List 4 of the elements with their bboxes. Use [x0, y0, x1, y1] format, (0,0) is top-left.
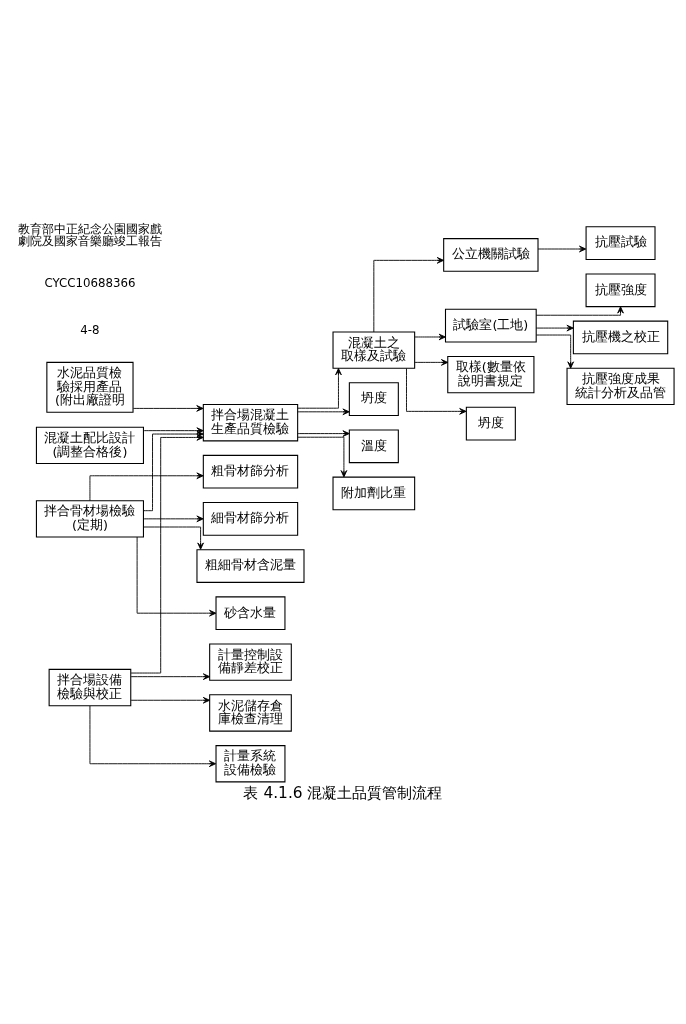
- label: 教育部中正紀念公園國家戲劇院及國家音樂廳竣工報告: [17, 221, 162, 248]
- caption: 表 4.1.6 混凝土品質管制流程: [243, 783, 443, 802]
- label: CYCC10688366: [44, 275, 136, 290]
- label: 4-8: [80, 322, 100, 337]
